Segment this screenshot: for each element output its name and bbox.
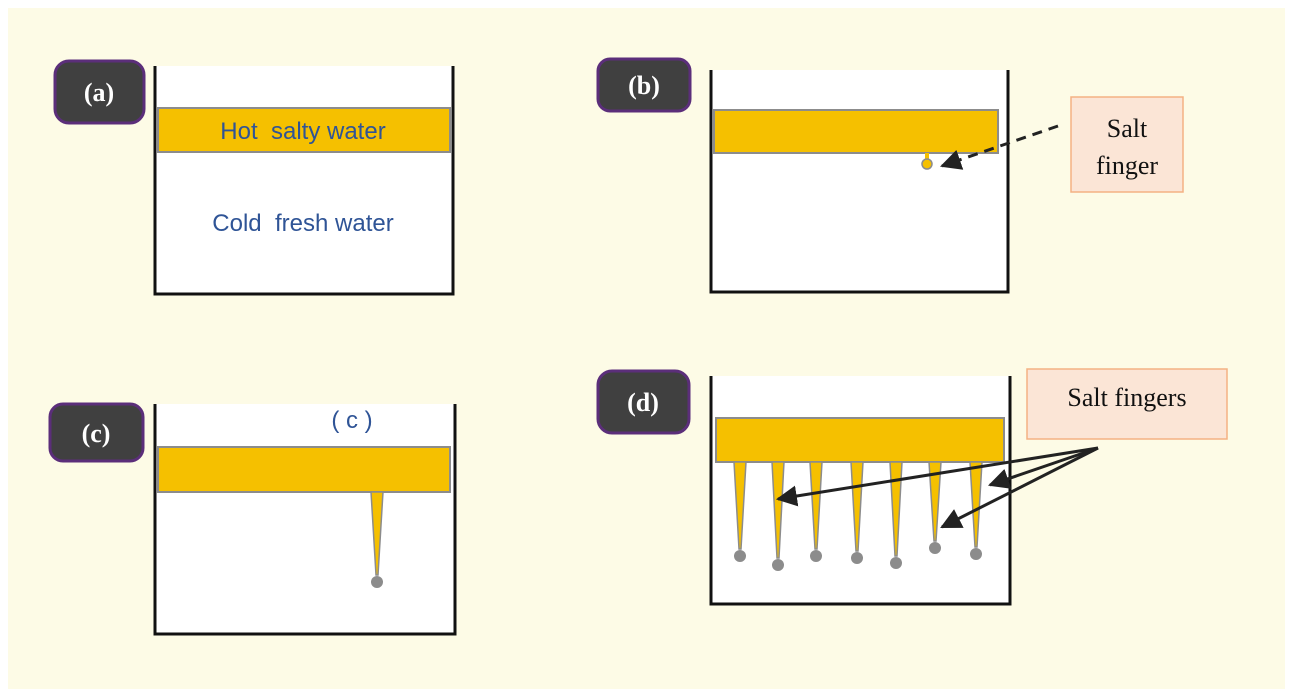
salt-finger-d — [850, 461, 864, 552]
salt-finger-drop-d — [734, 550, 746, 562]
salt-finger-d — [733, 461, 747, 550]
badge-d-label: (d) — [627, 388, 659, 417]
callout-arrow-d-3 — [988, 446, 1099, 489]
hot-salty-layer-c — [157, 446, 451, 493]
panel-d: Salt fingers (d) — [596, 368, 1228, 606]
panel-a: Hot salty water Cold fresh water (a) — [53, 59, 455, 296]
cold-fresh-water-label: Cold fresh water — [212, 210, 393, 237]
hot-salty-layer-d — [715, 417, 1005, 463]
salt-fingers-group-d — [733, 461, 983, 571]
salt-finger-callout-box — [1070, 96, 1184, 193]
callout-arrow-d-1 — [775, 446, 1099, 507]
salt-finger-drop-c — [371, 576, 383, 588]
badge-c — [48, 402, 145, 463]
panel-c: ( c ) (c) — [48, 402, 457, 636]
salt-finger-drop-d — [810, 550, 822, 562]
salt-finger-drop-d — [970, 548, 982, 560]
badge-a-label: (a) — [84, 78, 114, 107]
salt-finger-d — [809, 461, 823, 550]
salt-finger-drop-d — [890, 557, 902, 569]
salt-finger-c — [370, 491, 384, 576]
hot-salty-layer-b — [713, 109, 999, 154]
callout-arrow-d-2 — [940, 446, 1099, 529]
container-a — [153, 66, 455, 296]
panel-b: Salt finger (b) — [596, 57, 1184, 294]
salt-finger-drop-d — [929, 542, 941, 554]
salt-finger-callout-line2: finger — [1096, 151, 1158, 180]
salt-finger-drop-d — [772, 559, 784, 571]
container-c — [153, 404, 457, 636]
hot-salty-layer-a — [157, 107, 451, 153]
salt-finger-drop-d — [851, 552, 863, 564]
salt-finger-callout-line1: Salt — [1107, 114, 1148, 143]
panel-c-caption: ( c ) — [331, 407, 372, 434]
salt-fingers-callout-box — [1026, 368, 1228, 440]
badge-c-label: (c) — [82, 419, 111, 448]
salt-finger-d — [889, 461, 903, 557]
badge-a — [53, 59, 146, 125]
hot-salty-water-label: Hot salty water — [220, 118, 385, 145]
salt-finger-d — [969, 461, 983, 548]
badge-b — [596, 57, 692, 113]
badge-b-label: (b) — [628, 71, 660, 100]
badge-d — [596, 369, 691, 435]
salt-finger-drop-b — [921, 158, 933, 170]
callout-arrow-b — [940, 124, 1059, 170]
container-b — [709, 70, 1010, 294]
salt-fingers-callout-label: Salt fingers — [1067, 383, 1186, 412]
salt-finger-d — [928, 461, 942, 542]
